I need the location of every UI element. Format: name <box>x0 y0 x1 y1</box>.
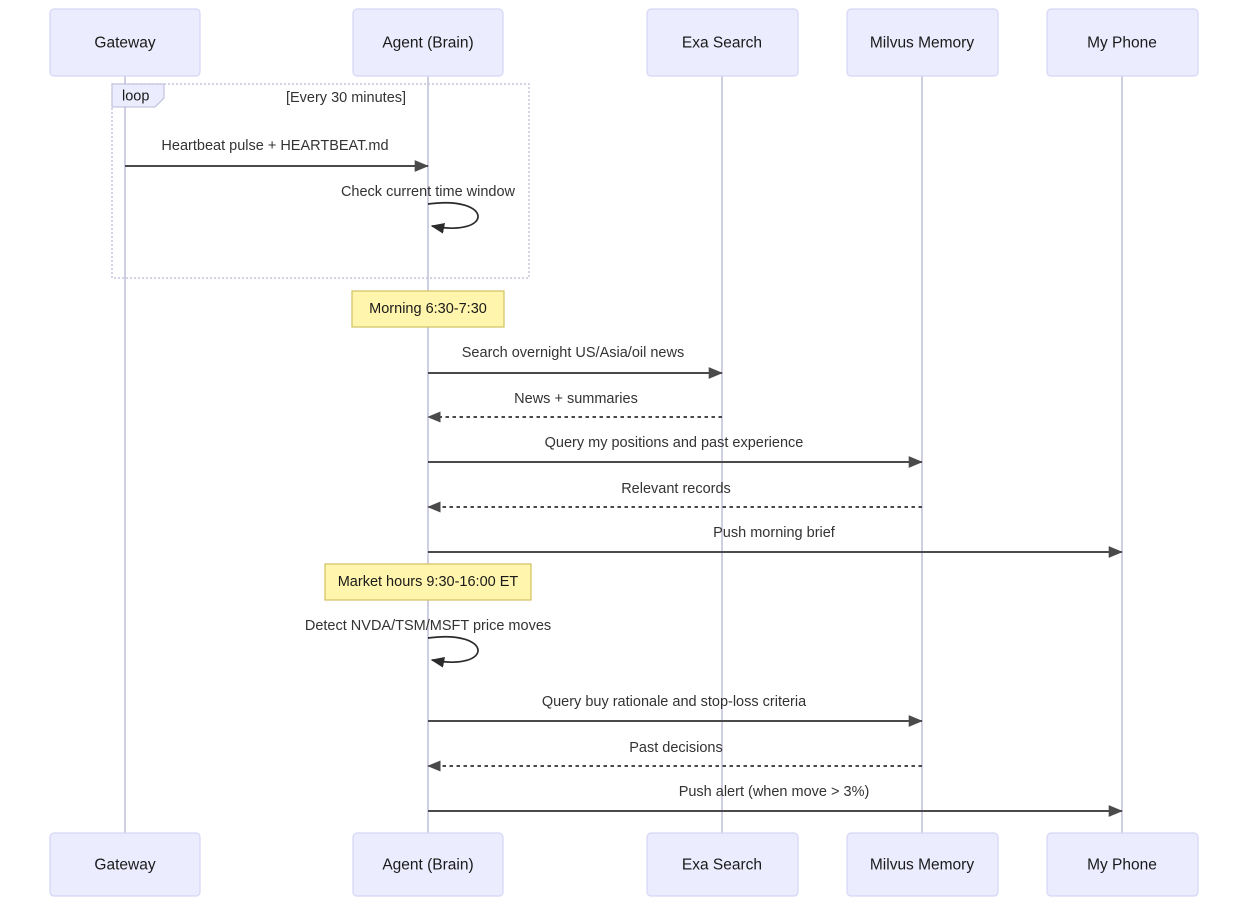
note-morning: Morning 6:30-7:30 <box>351 290 505 328</box>
participant-box[interactable] <box>352 832 504 897</box>
fragment-tab-label: loop <box>122 88 149 104</box>
participant-box[interactable] <box>1046 8 1199 77</box>
participant-box[interactable] <box>846 832 999 897</box>
note-market-hours: Market hours 9:30-16:00 ET <box>324 563 532 601</box>
participant-label: Gateway <box>94 35 155 52</box>
participant-agent-top[interactable]: Agent (Brain) <box>352 8 504 77</box>
msg-news-summaries: News + summaries <box>427 391 722 423</box>
participant-label: My Phone <box>1087 857 1157 874</box>
participant-label: Exa Search <box>682 35 762 52</box>
participant-phone-bottom[interactable]: My Phone <box>1046 832 1199 897</box>
participant-gateway-top[interactable]: Gateway <box>49 8 201 77</box>
fragment-condition-label: [Every 30 minutes] <box>286 90 406 106</box>
message-label: Search overnight US/Asia/oil news <box>462 345 684 361</box>
participant-label: Exa Search <box>682 857 762 874</box>
message-label: Push morning brief <box>713 525 836 541</box>
self-loop-arrow <box>427 635 479 668</box>
message-label: News + summaries <box>514 391 638 407</box>
note-box <box>324 563 532 601</box>
message-label: Detect NVDA/TSM/MSFT price moves <box>305 618 551 634</box>
message-label: Heartbeat pulse + HEARTBEAT.md <box>161 138 388 154</box>
participant-box[interactable] <box>352 8 504 77</box>
message-label: Query buy rationale and stop-loss criter… <box>542 694 807 710</box>
msg-push-morning-brief: Push morning brief <box>428 525 1123 558</box>
participant-box[interactable] <box>646 8 799 77</box>
message-label: Past decisions <box>629 740 723 756</box>
participant-agent-bottom[interactable]: Agent (Brain) <box>352 832 504 897</box>
fragment-border <box>111 83 530 279</box>
msg-detect-price-moves: Detect NVDA/TSM/MSFT price moves <box>305 618 551 668</box>
note-label: Morning 6:30-7:30 <box>369 301 487 317</box>
participant-box[interactable] <box>646 832 799 897</box>
note-box <box>351 290 505 328</box>
participant-box[interactable] <box>49 832 201 897</box>
msg-check-time-window: Check current time window <box>341 184 516 234</box>
fragment-loop-heartbeat: loop [Every 30 minutes] <box>111 83 530 279</box>
message-label: Relevant records <box>621 481 731 497</box>
participant-label: Agent (Brain) <box>382 35 473 52</box>
msg-query-positions: Query my positions and past experience <box>428 435 923 468</box>
participant-label: Milvus Memory <box>870 857 974 874</box>
participant-exa-top[interactable]: Exa Search <box>646 8 799 77</box>
fragments-layer: loop [Every 30 minutes] <box>111 83 530 279</box>
participant-milvus-top[interactable]: Milvus Memory <box>846 8 999 77</box>
participant-label: Milvus Memory <box>870 35 974 52</box>
self-loop-arrow <box>427 201 479 234</box>
participant-milvus-bottom[interactable]: Milvus Memory <box>846 832 999 897</box>
participant-exa-bottom[interactable]: Exa Search <box>646 832 799 897</box>
participant-box[interactable] <box>846 8 999 77</box>
participants-bottom-layer: Gateway Agent (Brain) Exa Search Milvus Mem… <box>49 832 1199 897</box>
participant-label: Gateway <box>94 857 155 874</box>
participant-box[interactable] <box>1046 832 1199 897</box>
msg-relevant-records: Relevant records <box>427 481 922 513</box>
msg-past-decisions: Past decisions <box>427 740 922 772</box>
fragment-tab <box>111 83 165 108</box>
msg-push-alert: Push alert (when move > 3%) <box>428 784 1123 817</box>
participant-gateway-bottom[interactable]: Gateway <box>49 832 201 897</box>
msg-heartbeat: Heartbeat pulse + HEARTBEAT.md <box>125 138 429 172</box>
message-label: Push alert (when move > 3%) <box>679 784 870 800</box>
message-label: Check current time window <box>341 184 516 200</box>
lifelines-layer <box>124 76 1123 833</box>
participant-box[interactable] <box>49 8 201 77</box>
msg-query-buy-rationale: Query buy rationale and stop-loss criter… <box>428 694 923 727</box>
message-label: Query my positions and past experience <box>545 435 804 451</box>
participant-label: My Phone <box>1087 35 1157 52</box>
participants-top-layer: Gateway Agent (Brain) Exa Search Milvus Mem… <box>49 8 1199 77</box>
participant-label: Agent (Brain) <box>382 857 473 874</box>
note-label: Market hours 9:30-16:00 ET <box>338 574 519 590</box>
msg-search-news: Search overnight US/Asia/oil news <box>428 345 723 379</box>
participant-phone-top[interactable]: My Phone <box>1046 8 1199 77</box>
